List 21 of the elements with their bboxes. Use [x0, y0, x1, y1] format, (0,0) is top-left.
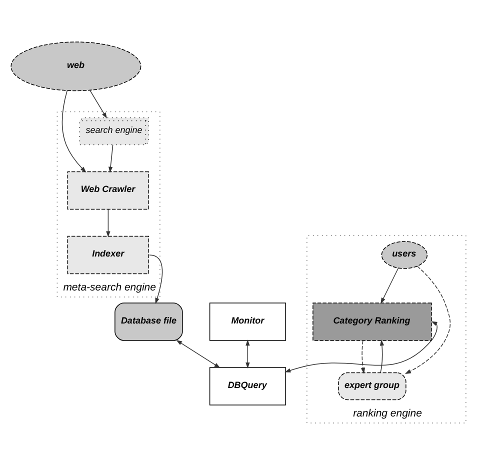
arrow	[380, 340, 384, 374]
node-box: expert group	[338, 372, 406, 400]
arrow	[176, 340, 220, 368]
arrow	[284, 321, 438, 372]
arrow	[380, 268, 399, 304]
node-box: DBQuery	[209, 367, 286, 406]
node-ellipse: web	[10, 42, 142, 92]
arrow	[62, 90, 86, 173]
node-box: Indexer	[67, 236, 150, 274]
arrow	[106, 209, 110, 238]
node-ellipse: users	[381, 241, 428, 269]
arrow	[360, 340, 366, 374]
arrow	[108, 144, 114, 173]
arrow	[149, 254, 163, 304]
node-box: Category Ranking	[312, 302, 432, 341]
arrow	[404, 266, 451, 374]
arrow	[90, 90, 107, 119]
arrow	[246, 340, 250, 368]
node-box: Web Crawler	[67, 171, 150, 210]
node-box: Database file	[114, 302, 183, 341]
node-box: Monitor	[209, 302, 286, 341]
